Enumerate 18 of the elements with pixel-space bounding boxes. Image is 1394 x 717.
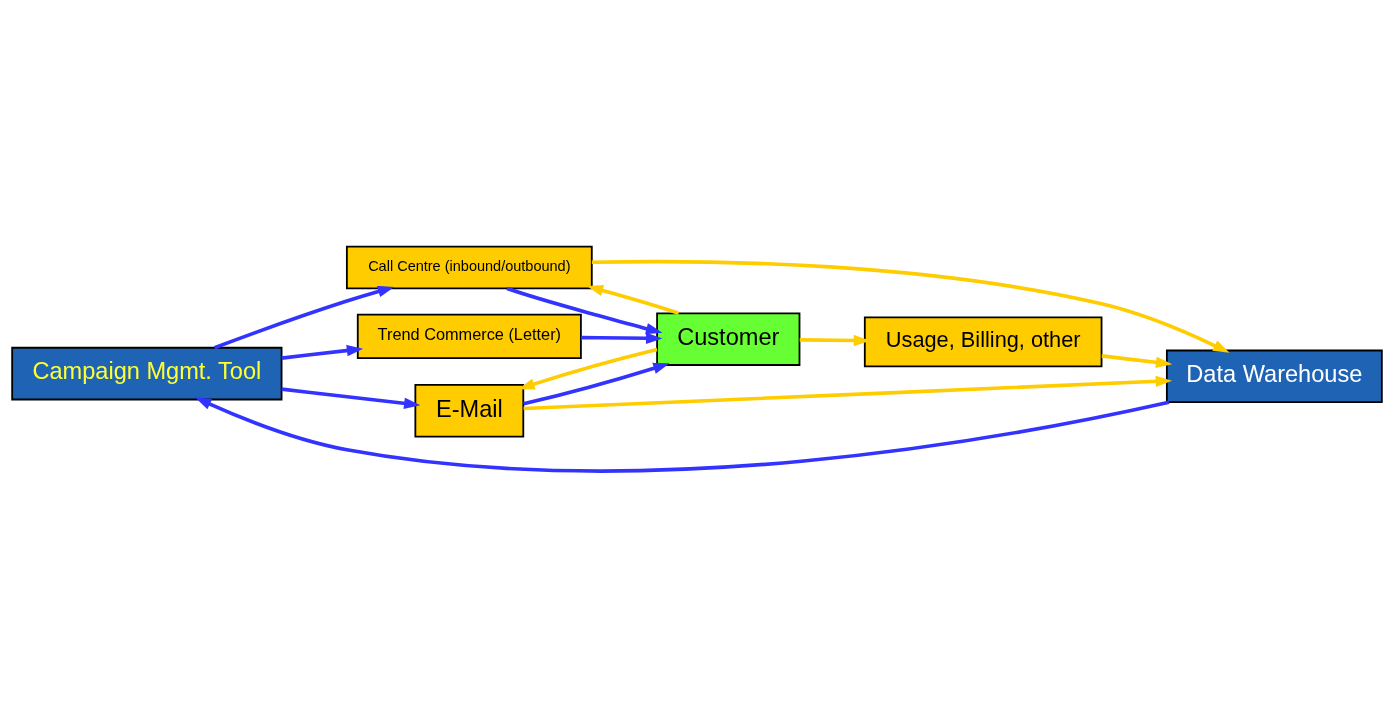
arrow — [281, 386, 421, 409]
arrow — [586, 284, 680, 315]
arrow — [506, 286, 663, 334]
arrow — [523, 362, 670, 406]
arrow — [591, 259, 1230, 353]
node-box: Usage, Billing, other — [863, 315, 1103, 367]
arrow — [523, 375, 1173, 410]
node-box: Data Warehouse — [1165, 349, 1383, 403]
node-box: E-Mail — [414, 383, 525, 438]
node-box: Trend Commerce (Letter) — [356, 313, 582, 359]
arrow — [213, 285, 395, 349]
node-box: Customer — [656, 311, 801, 366]
node-box: Campaign Mgmt. Tool — [11, 346, 283, 400]
arrow — [194, 396, 1170, 473]
node-box: Call Centre (inbound/outbound) — [345, 245, 593, 289]
arrow — [1101, 353, 1173, 368]
arrow — [281, 344, 364, 360]
arrow — [581, 332, 663, 344]
